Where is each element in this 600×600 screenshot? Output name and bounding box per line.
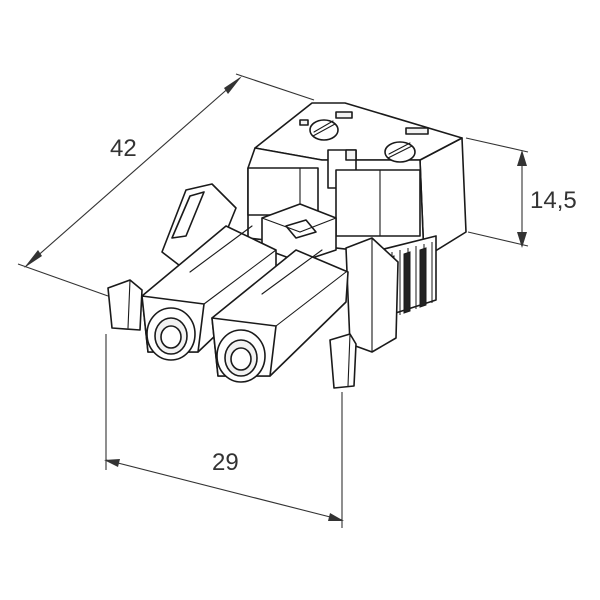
dimension-length: 42 [17,73,315,297]
connector-housing [107,102,467,389]
height-label: 14,5 [530,187,577,214]
dimension-height: 14,5 [465,137,577,248]
right-locking-clip [329,237,399,389]
center-latch [261,203,337,263]
screw-left-icon [309,119,339,141]
length-label: 42 [110,135,137,162]
left-pin-tube [141,225,277,361]
width-label: 29 [212,449,239,476]
dimension-width: 29 [104,334,344,528]
screw-right-icon [384,141,416,163]
right-pin-tube [211,249,349,383]
